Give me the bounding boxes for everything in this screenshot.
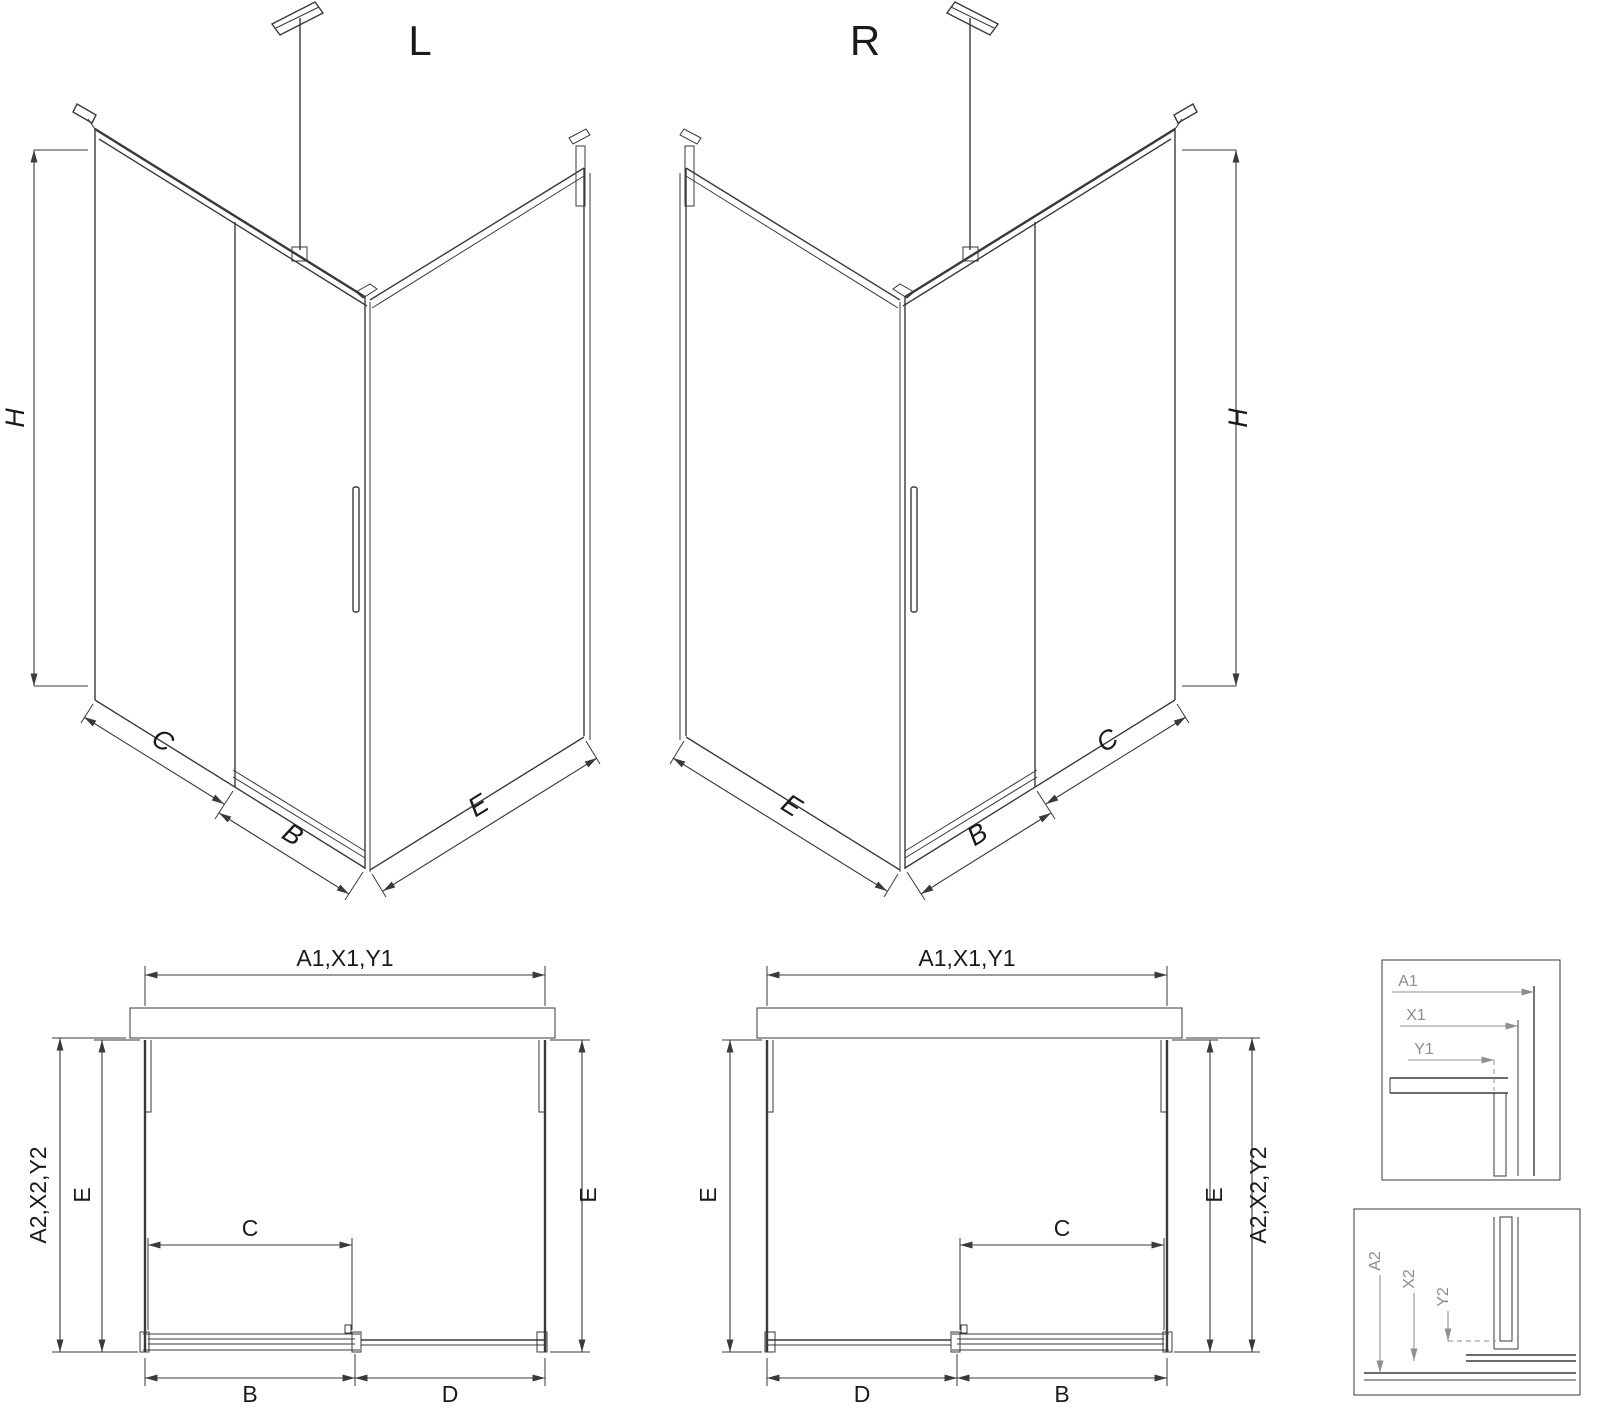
- dim-label-c-left: C: [147, 722, 180, 758]
- enclosure-iso-geometry-mirrored: [670, 2, 1236, 900]
- detail-bottom-dimensions: [1376, 1275, 1496, 1373]
- detail-bottom-border: [1353, 1208, 1581, 1396]
- dim-label-a2-detail: A2: [1367, 1251, 1384, 1271]
- dim-label-a2x2y2-right-plan: A2,X2,Y2: [1245, 1146, 1271, 1243]
- dim-label-d-right-plan: D: [854, 1381, 871, 1407]
- dim-label-e-left: E: [463, 787, 495, 823]
- corner-post: [355, 283, 378, 872]
- dim-label-y2-detail: Y2: [1435, 1287, 1452, 1307]
- detail-top-border: [1381, 959, 1561, 1181]
- dim-label-a1-detail: A1: [1398, 973, 1418, 990]
- dim-label-e1-right-plan: E: [695, 1187, 721, 1202]
- door-panel-assembly: [72, 103, 368, 869]
- iso-dimension-lines: [30, 149, 601, 901]
- glass-section-hatched: [1499, 1216, 1513, 1342]
- door-handle: [352, 486, 360, 613]
- dim-label-b-left: B: [277, 817, 308, 852]
- dim-label-b-right: B: [962, 817, 993, 852]
- dim-label-c-right-plan: C: [1054, 1215, 1071, 1241]
- dim-label-e-right: E: [776, 788, 808, 824]
- dim-label-x2-detail: X2: [1401, 1269, 1418, 1289]
- plan-view-right: A1,X1,Y1 A2,X2,Y2 E E C B D: [695, 945, 1271, 1407]
- dim-label-y1-detail: Y1: [1414, 1041, 1434, 1058]
- iso-view-left: L H C B E: [0, 1, 601, 901]
- detail-top-profile-section: [1389, 986, 1535, 1177]
- plan-view-left: A1,X1,Y1 A2,X2,Y2 E E C B D: [25, 945, 601, 1407]
- dim-label-a2x2y2-left-plan: A2,X2,Y2: [25, 1146, 51, 1243]
- plan-geometry: [52, 966, 590, 1386]
- dim-label-c-right: C: [1091, 722, 1124, 758]
- dim-label-x1-detail: X1: [1406, 1007, 1426, 1024]
- side-panels-plan: [143, 1040, 547, 1352]
- detail-top-dimensions: [1392, 988, 1534, 1091]
- dim-label-h-left: H: [0, 408, 30, 428]
- view-label-r: R: [850, 17, 880, 64]
- wall-section-hatched: [129, 1007, 556, 1039]
- enclosure-iso-geometry: [30, 1, 601, 901]
- front-door-track-plan: [139, 1324, 548, 1353]
- side-panel: [369, 128, 591, 871]
- dim-label-e2-right-plan: E: [1201, 1187, 1227, 1202]
- dim-label-a1x1y1-right-plan: A1,X1,Y1: [918, 945, 1015, 971]
- plan-dimension-lines: [52, 966, 590, 1386]
- dim-label-a1x1y1-left-plan: A1,X1,Y1: [296, 945, 393, 971]
- view-label-l: L: [408, 17, 431, 64]
- iso-view-right: R H E B C: [630, 0, 1253, 910]
- detail-view-top: A1 X1 Y1: [1381, 959, 1561, 1181]
- glass-section-hatched: [1493, 1092, 1507, 1177]
- dim-label-h-right: H: [1223, 408, 1253, 428]
- door-handle-plan: [344, 1324, 352, 1334]
- detail-view-bottom: A2 X2 Y2: [1353, 1208, 1581, 1396]
- detail-bottom-profile-section: [1364, 1216, 1576, 1381]
- plan-geometry-mirrored: [722, 966, 1260, 1386]
- dim-label-b-left-plan: B: [242, 1381, 257, 1407]
- dim-label-b-right-plan: B: [1054, 1381, 1069, 1407]
- dim-label-e2-left-plan: E: [575, 1187, 601, 1202]
- dim-label-c-left-plan: C: [242, 1215, 259, 1241]
- dim-label-e1-left-plan: E: [69, 1187, 95, 1202]
- ceiling-support-bar: [270, 1, 325, 262]
- dim-label-d-left-plan: D: [442, 1381, 459, 1407]
